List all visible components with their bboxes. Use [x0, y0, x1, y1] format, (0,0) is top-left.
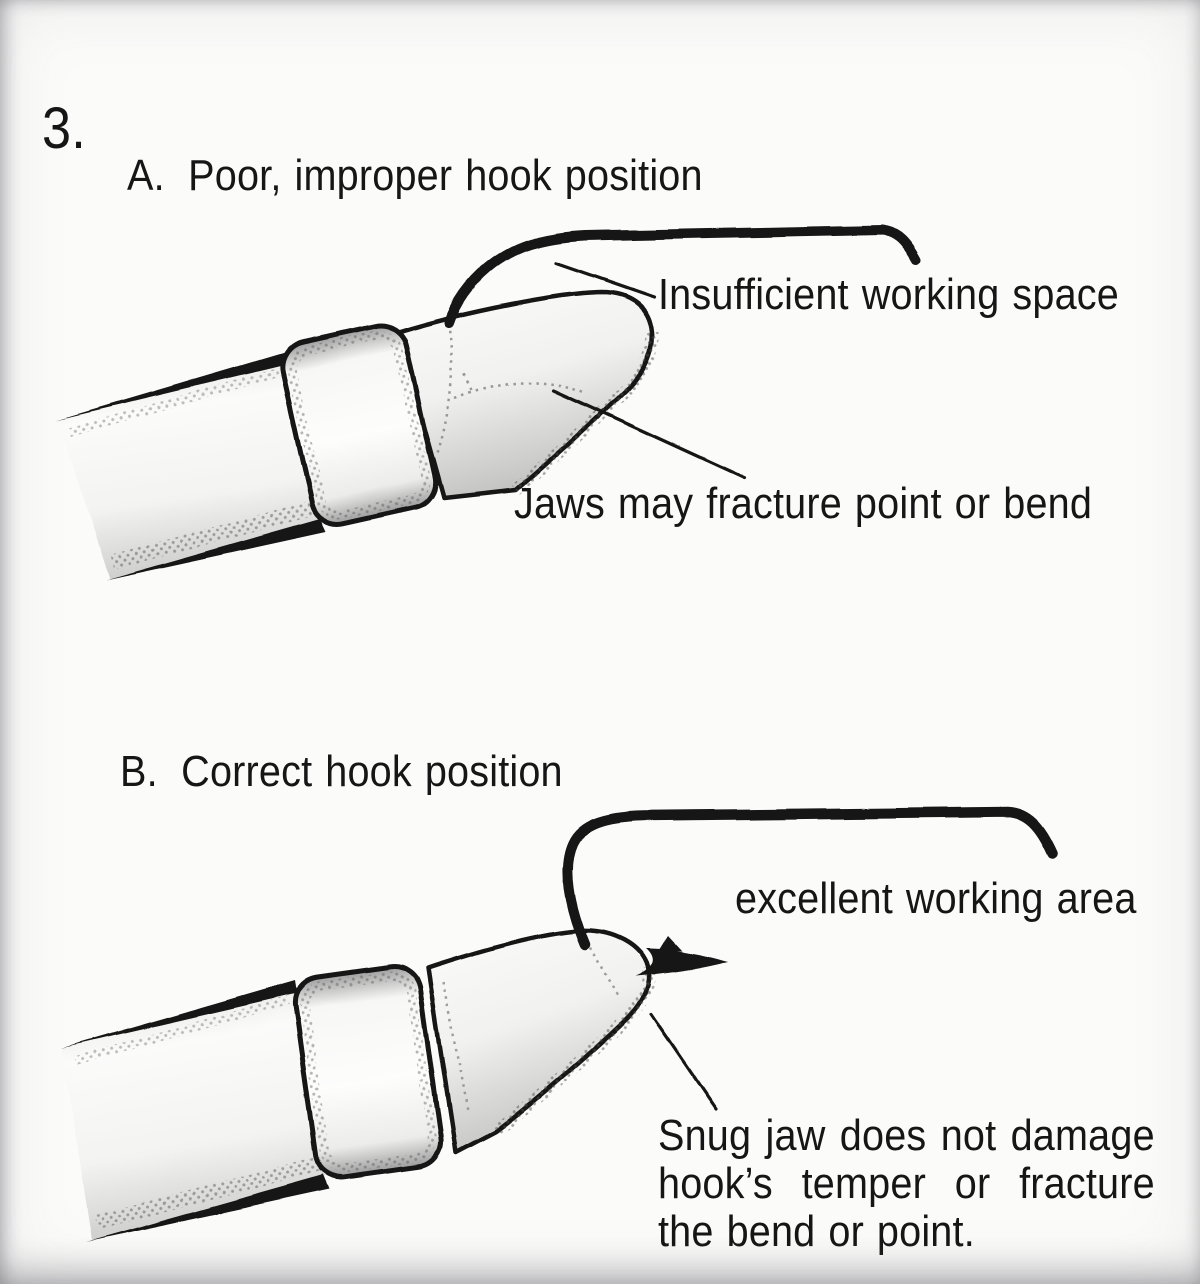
vise-b-barrel-bottom-edge — [86, 1175, 330, 1242]
leader-line-jaws — [551, 388, 747, 480]
caption-line: the bend or point. — [658, 1207, 975, 1256]
caption-line: hook’s temper or fracture — [658, 1159, 1155, 1208]
jaw-b-ghost-lines — [442, 947, 622, 1115]
vise-a-barrel-bottom-edge — [106, 519, 326, 580]
vise-a-jaw-cone — [395, 289, 659, 501]
caption-line: Snug jaw does not damage — [658, 1111, 1155, 1160]
figure-b-letter: B. — [120, 747, 158, 796]
figure-a-letter: A. — [127, 151, 165, 200]
figure-a-heading: A. Poor, improper hook position — [127, 152, 703, 200]
leader-line-working-space — [554, 261, 656, 299]
vise-b-barrel-top-edge — [60, 980, 297, 1048]
figure-b-title: Correct hook position — [181, 747, 563, 796]
hidden-hook-point-ghost — [435, 323, 585, 457]
vise-a-collar — [279, 323, 439, 527]
label-excellent-working-area: excellent working area — [735, 874, 1137, 923]
vise-a-barrel — [56, 352, 326, 580]
figure-a-drawing — [56, 225, 921, 580]
caption-snug-jaw: Snug jaw does not damage hook’s temper o… — [658, 1112, 1155, 1256]
vise-b-jaw-cone — [425, 928, 656, 1155]
label-insufficient-working-space: Insufficient working space — [658, 270, 1119, 319]
figure-number: 3. — [42, 96, 86, 161]
vise-b-barrel — [60, 980, 330, 1242]
vise-b-collar — [292, 964, 444, 1180]
hook-b-point-and-barb — [635, 936, 728, 977]
leader-line-snug-jaw — [649, 1012, 718, 1111]
figure-b-heading: B. Correct hook position — [120, 748, 563, 796]
label-jaws-fracture: Jaws may fracture point or bend — [514, 479, 1093, 528]
vise-a-barrel-top-edge — [56, 352, 289, 420]
figure-a-title: Poor, improper hook position — [188, 151, 703, 200]
hook-a — [444, 225, 921, 328]
hook-b — [562, 806, 1059, 951]
figure-b-drawing — [60, 806, 1059, 1242]
